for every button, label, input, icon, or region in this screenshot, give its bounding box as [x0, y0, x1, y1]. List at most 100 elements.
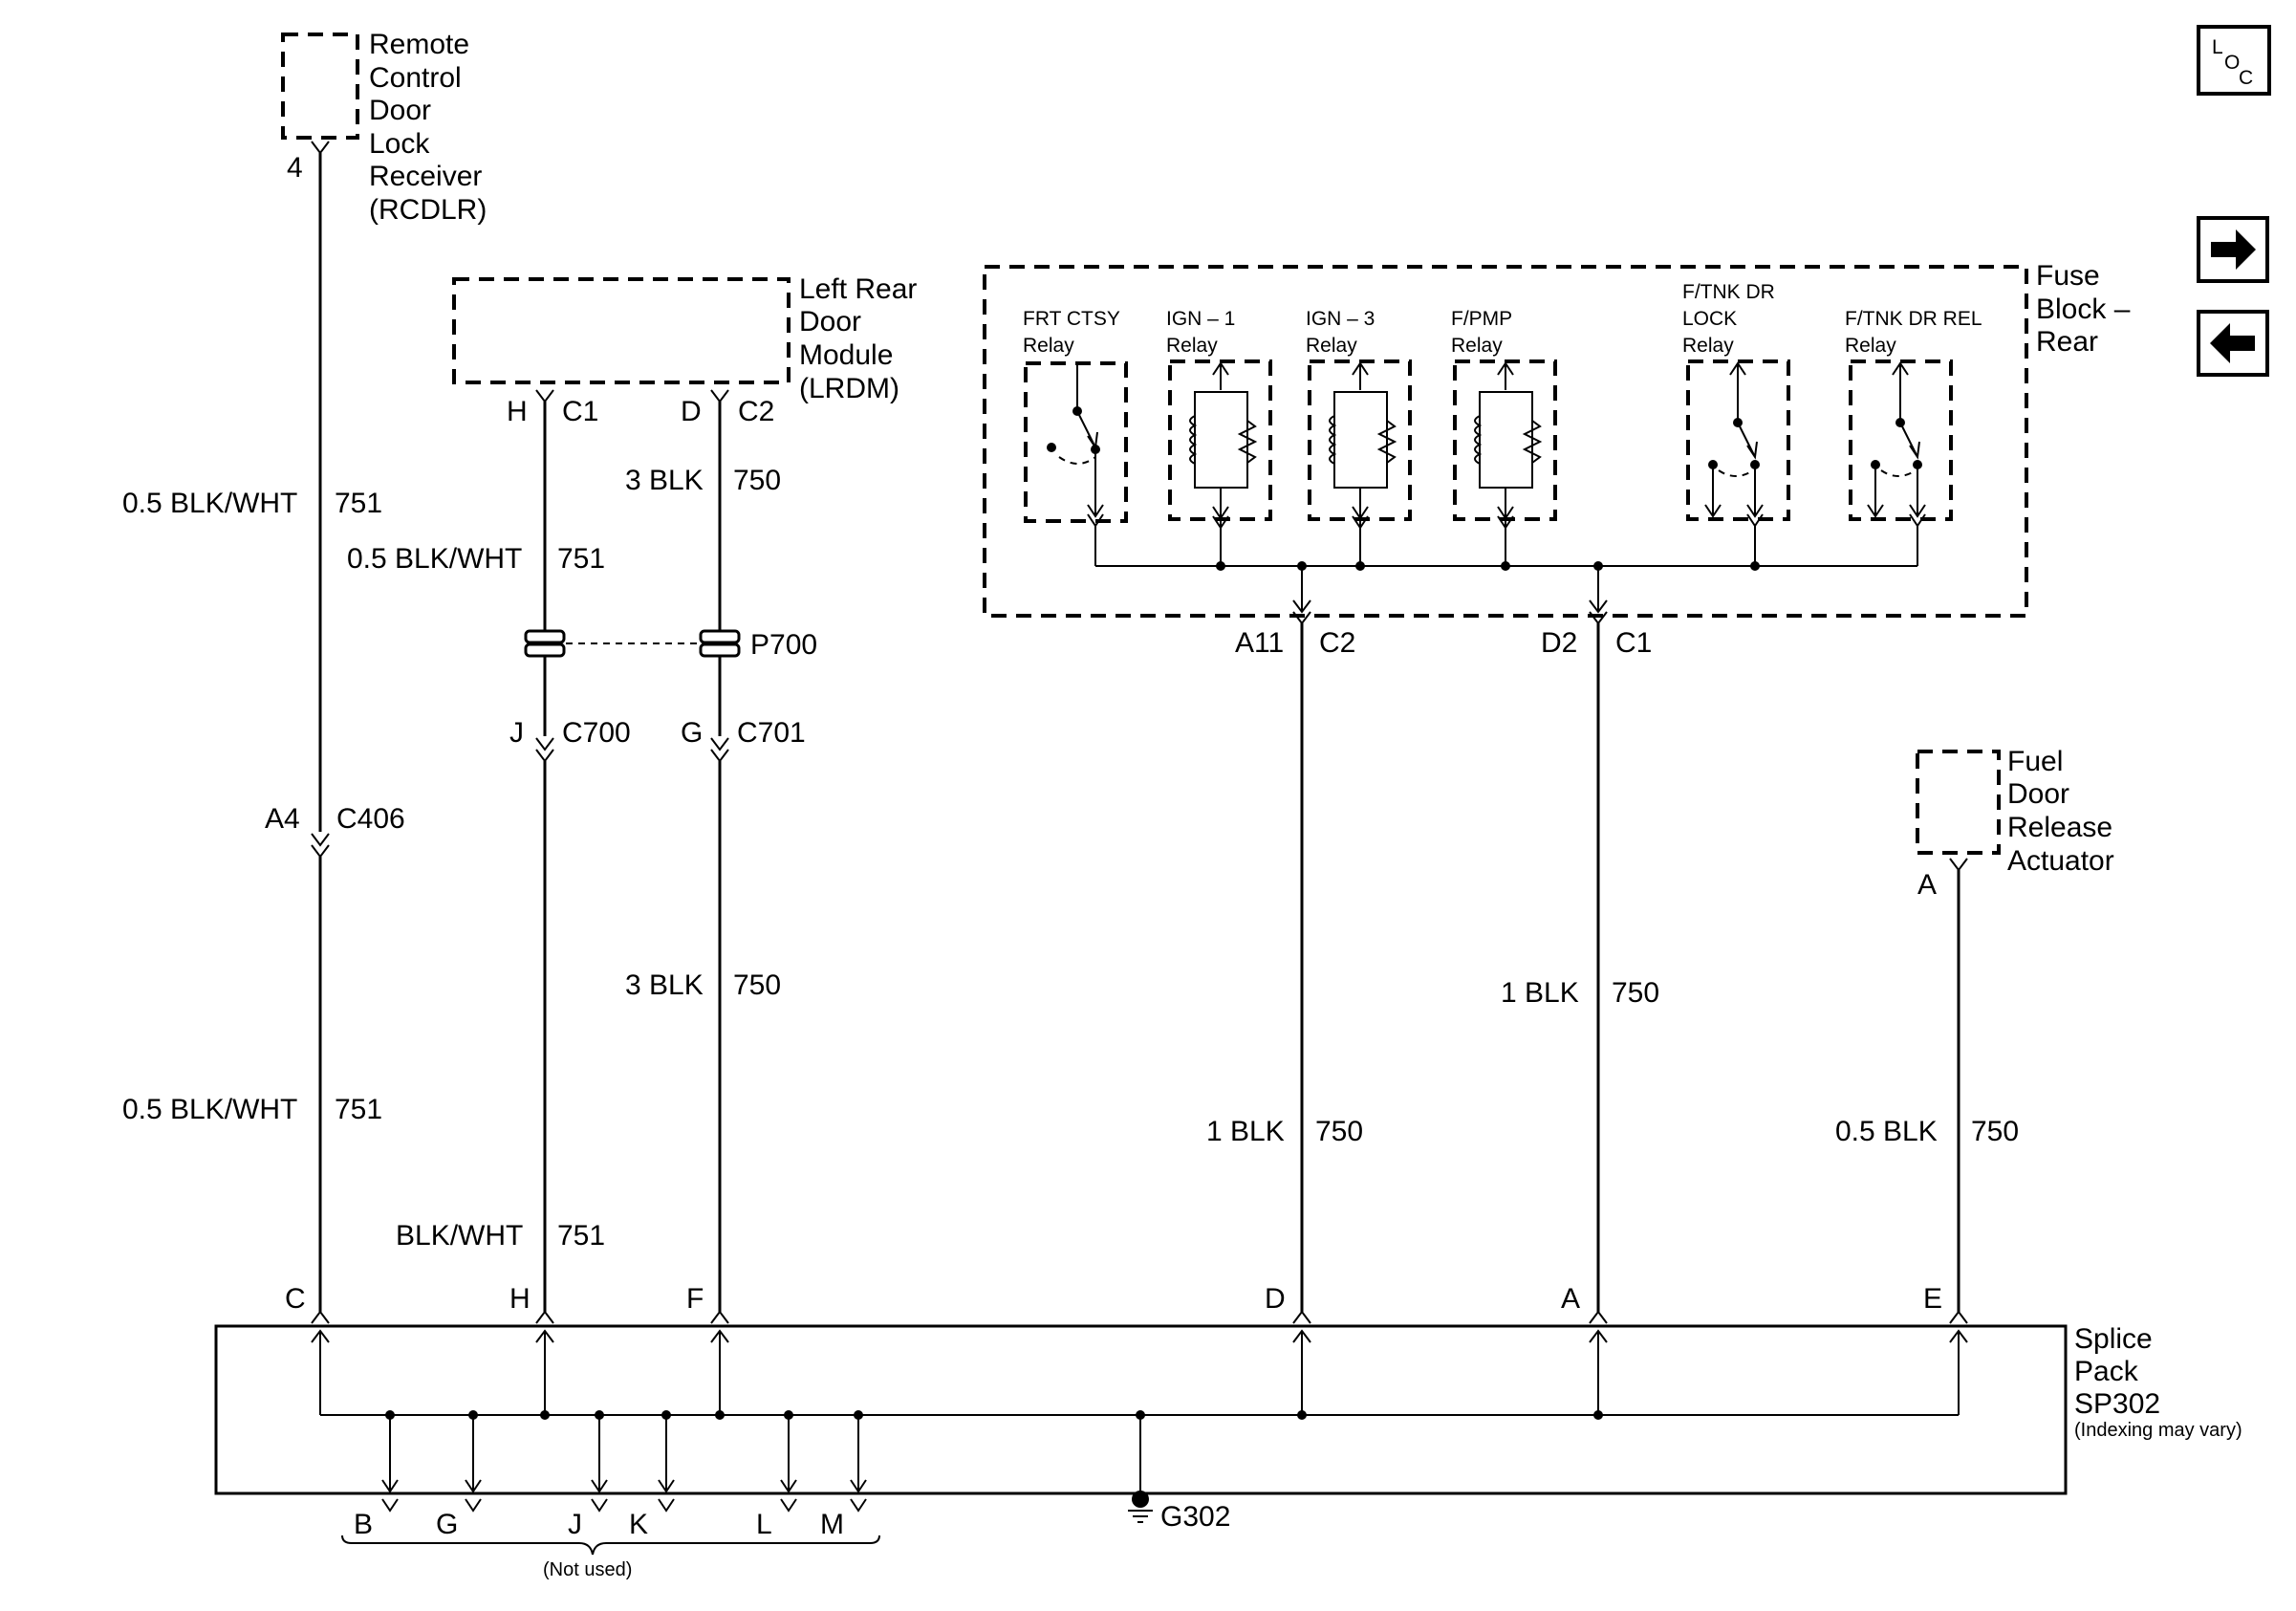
svg-text:F/TNK DR: F/TNK DR [1682, 281, 1775, 303]
svg-text:Receiver: Receiver [369, 161, 482, 192]
relay-ign1-label: IGN – 1 Relay [1166, 308, 1235, 357]
splice-pin-c: C [285, 1283, 306, 1315]
fuse-block-connector-c1: C1 [1615, 627, 1652, 659]
rcdlr-box [281, 33, 359, 140]
fuel-door-wire-gauge: 0.5 BLK [1835, 1116, 1938, 1147]
fuse-block-connector-c2: C2 [1319, 627, 1355, 659]
svg-text:Block –: Block – [2036, 294, 2131, 325]
svg-text:FRT CTSY: FRT CTSY [1023, 308, 1120, 330]
relay-frt-ctsy-label: FRT CTSY Relay [1023, 308, 1120, 357]
previous-page-button[interactable] [2197, 310, 2269, 377]
next-page-button[interactable] [2197, 216, 2269, 283]
wire-751-upper-circuit: 751 [335, 488, 382, 519]
svg-text:Relay: Relay [1682, 335, 1734, 357]
c701-pin: G [681, 717, 703, 749]
lrdm-box [452, 277, 791, 384]
svg-text:(RCDLR): (RCDLR) [369, 194, 487, 226]
c701-wire-750-circuit: 750 [733, 969, 781, 1001]
c700-wire-751-gauge: BLK/WHT [396, 1220, 523, 1252]
splice-internal-bus [311, 1329, 1968, 1513]
splice-pack-label: Splice Pack SP302 (Indexing may vary) [2074, 1323, 2242, 1441]
svg-text:Module: Module [799, 339, 893, 371]
lrdm-wire-750-circuit: 750 [733, 465, 781, 496]
relay-ftnk-rel-label: F/TNK DR REL Relay [1845, 308, 1982, 357]
splice-pin-m: M [820, 1509, 844, 1540]
ign1-relay-symbol [1189, 361, 1258, 530]
wire-751-upper-gauge: 0.5 BLK/WHT [122, 488, 297, 519]
wire-751-lower-gauge: 0.5 BLK/WHT [122, 1094, 297, 1125]
fuel-door-pin-a: A [1917, 869, 1937, 901]
lrdm-connector-c2: C2 [738, 396, 774, 427]
svg-text:Remote: Remote [369, 29, 469, 60]
svg-text:Relay: Relay [1306, 335, 1357, 357]
relay-ftnk-lock [1686, 359, 1790, 521]
splice-pin-a: A [1561, 1283, 1580, 1315]
splice-pin-e: E [1923, 1283, 1942, 1315]
svg-text:Release: Release [2007, 812, 2112, 843]
svg-text:Door: Door [799, 306, 861, 337]
svg-text:Lock: Lock [369, 128, 430, 160]
splice-pin-k: K [629, 1509, 648, 1540]
lrdm-connector-c1: C1 [562, 396, 598, 427]
svg-text:Relay: Relay [1845, 335, 1896, 357]
svg-text:Control: Control [369, 62, 462, 94]
fuse-block-pin-d2: D2 [1541, 627, 1577, 659]
svg-text:Relay: Relay [1166, 335, 1218, 357]
svg-text:F/PMP: F/PMP [1451, 308, 1512, 330]
not-used-bracket [341, 1535, 880, 1556]
splice-pin-f: F [686, 1283, 704, 1315]
rcdlr-label: Remote Control Door Lock Receiver (RCDLR… [369, 29, 487, 226]
ftnk-lock-switch-symbol [1704, 361, 1764, 528]
svg-text:Door: Door [369, 95, 431, 126]
svg-text:Actuator: Actuator [2007, 845, 2114, 877]
c700-pin: J [509, 717, 524, 749]
svg-text:F/TNK DR REL: F/TNK DR REL [1845, 308, 1982, 330]
c406-pin: A4 [265, 803, 300, 835]
splice-pin-g: G [436, 1509, 458, 1540]
svg-text:(LRDM): (LRDM) [799, 373, 899, 404]
svg-text:Pack: Pack [2074, 1356, 2139, 1387]
svg-text:Fuse: Fuse [2036, 260, 2100, 292]
fuse-block-label: Fuse Block – Rear [2036, 260, 2131, 358]
svg-text:LOCK: LOCK [1682, 308, 1737, 330]
rcdlr-pin-4: 4 [287, 152, 303, 184]
lrdm-wire-751-gauge: 0.5 BLK/WHT [347, 543, 522, 575]
lrdm-label: Left Rear Door Module (LRDM) [799, 273, 917, 404]
svg-text:Rear: Rear [2036, 326, 2098, 358]
loc-o-letter: O [2224, 52, 2240, 74]
svg-text:Relay: Relay [1451, 335, 1503, 357]
p700-label: P700 [750, 629, 817, 661]
svg-text:Fuel: Fuel [2007, 746, 2063, 777]
frt-ctsy-switch-symbol [1047, 363, 1104, 528]
relay-fpmp-label: F/PMP Relay [1451, 308, 1512, 357]
svg-text:SP302: SP302 [2074, 1388, 2160, 1420]
fuse-block-pin-a11: A11 [1235, 627, 1284, 659]
splice-pin-j: J [568, 1509, 582, 1540]
c701-wire-750-gauge: 3 BLK [625, 969, 704, 1001]
fuel-door-wire-circuit: 750 [1971, 1116, 2019, 1147]
c406-label: C406 [336, 803, 405, 835]
fuse-d2-wire-gauge: 1 BLK [1501, 977, 1579, 1009]
fpmp-relay-symbol [1474, 361, 1543, 530]
c701-label: C701 [737, 717, 806, 749]
svg-text:Door: Door [2007, 778, 2069, 810]
svg-text:IGN – 3: IGN – 3 [1306, 308, 1375, 330]
fuel-door-actuator-label: Fuel Door Release Actuator [2007, 746, 2114, 877]
not-used-label: (Not used) [543, 1559, 632, 1580]
fuse-a11-wire-circuit: 750 [1315, 1116, 1363, 1147]
splice-pin-b: B [354, 1509, 373, 1540]
ground-icon [1128, 1491, 1153, 1523]
p700-connector [524, 629, 741, 658]
relay-ign3-label: IGN – 3 Relay [1306, 308, 1375, 357]
relay-ftnk-rel [1849, 359, 1953, 521]
svg-text:(Indexing may vary): (Indexing may vary) [2074, 1420, 2242, 1441]
loc-l-letter: L [2212, 36, 2223, 58]
lrdm-wire-750-gauge: 3 BLK [625, 465, 704, 496]
loc-button[interactable]: L O C [2197, 25, 2271, 96]
lrdm-wire-751-circuit: 751 [557, 543, 605, 575]
splice-pin-h: H [509, 1283, 531, 1315]
c700-wire-751-circuit: 751 [557, 1220, 605, 1252]
c700-label: C700 [562, 717, 631, 749]
lrdm-pin-d: D [681, 396, 702, 427]
